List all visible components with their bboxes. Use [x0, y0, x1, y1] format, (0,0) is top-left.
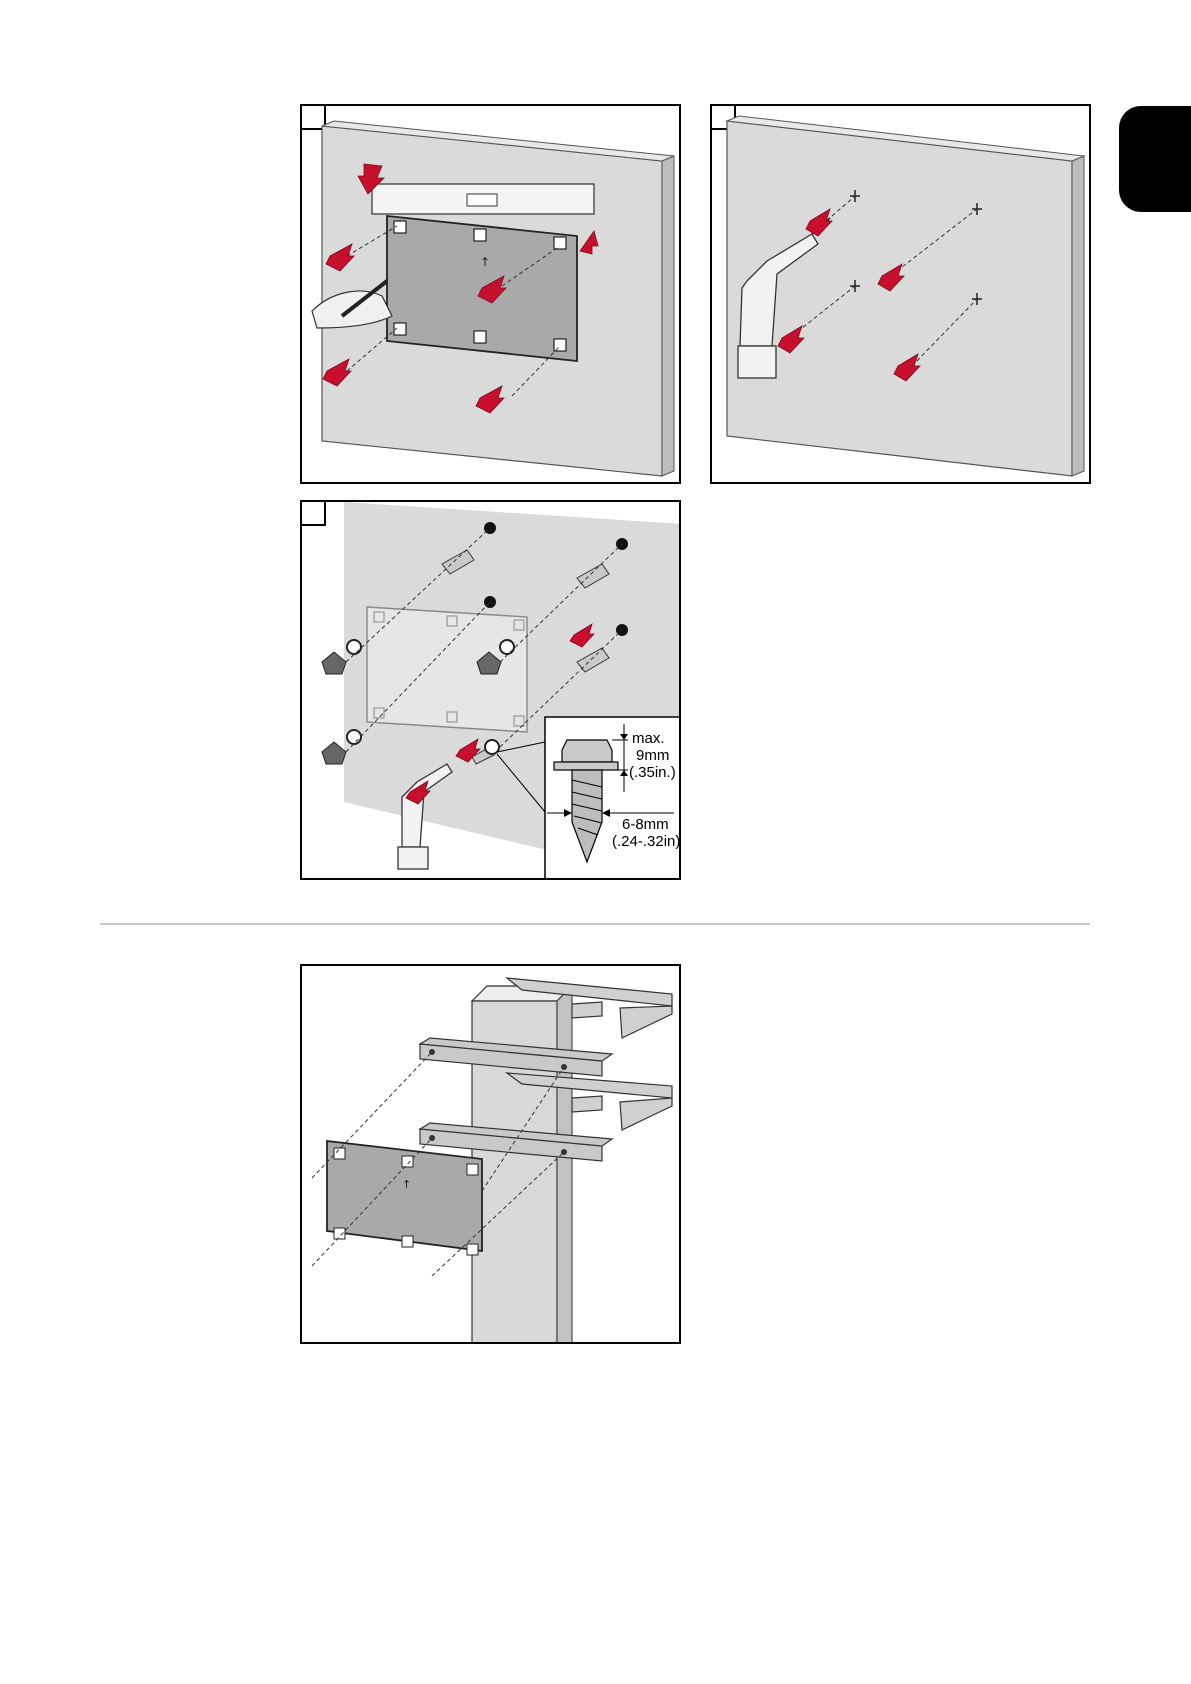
svg-text:↑: ↑ [402, 1178, 411, 1191]
dimension-diameter-inch: (.24-.32in) [612, 833, 680, 850]
pole-mounting-illustration: ↑ [302, 966, 681, 1344]
fixing-illustration: max. 9mm (.35in.) 6-8mm (.24-.32in) [302, 502, 681, 880]
illustration-panel-4: ↑ [300, 964, 681, 1344]
chapter-tab [1119, 106, 1191, 212]
illustration-panel-1: ↑ [300, 104, 681, 484]
dimension-max-label: max. [632, 730, 665, 747]
dimension-diameter-value: 6-8mm [622, 816, 669, 833]
dimension-max-inch: (.35in.) [629, 764, 676, 781]
section-divider [100, 923, 1090, 925]
illustration-panel-3: max. 9mm (.35in.) 6-8mm (.24-.32in) [300, 500, 681, 880]
bracket-marking-illustration: ↑ [302, 106, 681, 484]
illustration-panel-2 [710, 104, 1091, 484]
drilling-illustration [712, 106, 1091, 484]
dimension-max-value: 9mm [636, 747, 669, 764]
svg-text:↑: ↑ [480, 255, 490, 269]
